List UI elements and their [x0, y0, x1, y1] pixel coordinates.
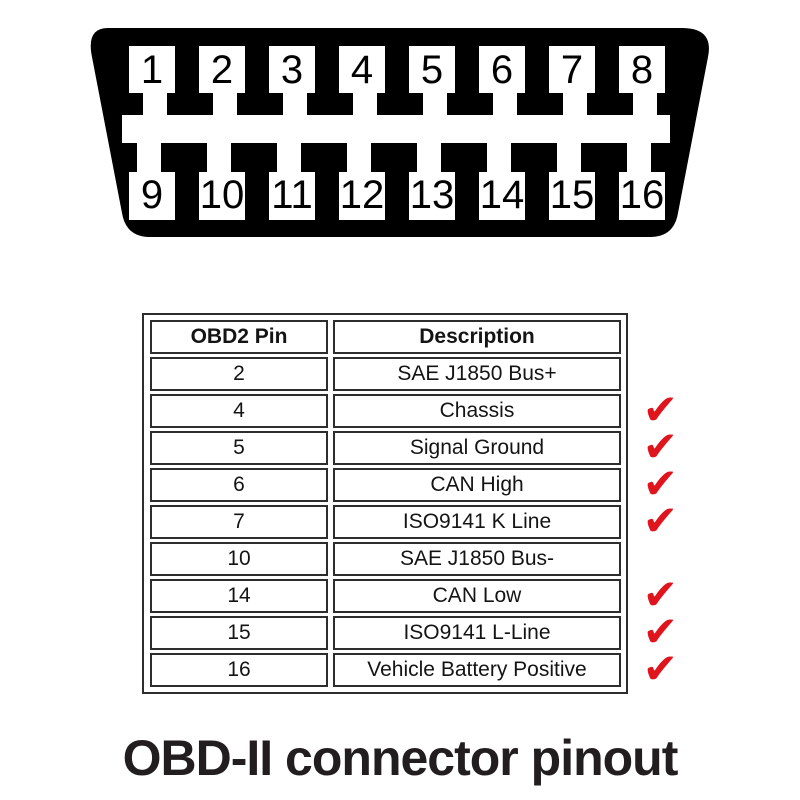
pin-number: 2	[211, 48, 233, 92]
pin-stem	[207, 139, 231, 174]
pin-cell: 6	[150, 468, 328, 502]
pin-stem	[277, 139, 301, 174]
bottom-pin-slots	[129, 139, 665, 220]
pin-cell: 7	[150, 505, 328, 539]
pin-stem	[213, 89, 237, 119]
pin-cell: 15	[150, 616, 328, 650]
pin-slot	[549, 46, 595, 93]
pin-stem	[487, 139, 511, 174]
pin-number: 13	[410, 173, 455, 217]
pin-number: 8	[631, 48, 653, 92]
table-header-row: OBD2 Pin Description	[150, 320, 621, 354]
pin-cell: 16	[150, 653, 328, 687]
pin-slot	[269, 172, 315, 220]
pin-slot	[619, 46, 665, 93]
table-row: 6 CAN High ✔	[150, 463, 678, 505]
table-row: 7 ISO9141 K Line ✔	[150, 500, 678, 542]
pin-cell: 4	[150, 394, 328, 428]
table-row: 5 Signal Ground ✔	[150, 426, 678, 468]
table-row: 16 Vehicle Battery Positive ✔	[150, 648, 678, 690]
pin-cell: 5	[150, 431, 328, 465]
pin-slot	[409, 172, 455, 220]
pin-slot	[199, 46, 245, 93]
pin-slot	[269, 46, 315, 93]
pin-cell: 10	[150, 542, 328, 576]
pin-slot	[199, 172, 245, 220]
table-row: 15 ISO9141 L-Line ✔	[150, 611, 678, 653]
pin-number: 6	[491, 48, 513, 92]
pin-number: 4	[351, 48, 373, 92]
pin-stem	[493, 89, 517, 119]
pin-stem	[633, 89, 657, 119]
pin-stem	[347, 139, 371, 174]
pin-stem	[627, 139, 651, 174]
checkmark-icon: ✔	[642, 644, 678, 694]
desc-cell: Vehicle Battery Positive	[333, 653, 621, 687]
desc-cell: Chassis	[333, 394, 621, 428]
connector-center-channel	[122, 115, 670, 143]
checkmark-icon: ✔	[642, 607, 678, 657]
desc-cell: Signal Ground	[333, 431, 621, 465]
table-row: 10 SAE J1850 Bus-	[150, 542, 621, 576]
table-row: 4 Chassis ✔	[150, 389, 678, 431]
pin-stem	[137, 139, 161, 174]
pin-stem	[283, 89, 307, 119]
pin-slot	[339, 172, 385, 220]
pin-cell: 2	[150, 357, 328, 391]
checkmark-icon: ✔	[642, 570, 678, 620]
pin-slot	[549, 172, 595, 220]
pin-number: 3	[281, 48, 303, 92]
checkmark-icon: ✔	[642, 496, 678, 546]
header-obd2-pin: OBD2 Pin	[150, 320, 328, 354]
pin-number: 11	[271, 173, 313, 217]
pin-stem	[563, 89, 587, 119]
header-description: Description	[333, 320, 621, 354]
pin-slot	[409, 46, 455, 93]
desc-cell: SAE J1850 Bus-	[333, 542, 621, 576]
pin-number: 5	[421, 48, 443, 92]
pin-number: 7	[561, 48, 583, 92]
checkmark-icon: ✔	[642, 385, 678, 435]
table-row: 2 SAE J1850 Bus+	[150, 357, 621, 391]
pin-number: 12	[340, 173, 385, 217]
pin-slot	[339, 46, 385, 93]
desc-cell: CAN Low	[333, 579, 621, 613]
pin-stem	[353, 89, 377, 119]
pin-number: 15	[550, 173, 595, 217]
pin-slot	[129, 46, 175, 93]
desc-cell: ISO9141 L-Line	[333, 616, 621, 650]
pin-cell: 14	[150, 579, 328, 613]
desc-cell: ISO9141 K Line	[333, 505, 621, 539]
desc-cell: CAN High	[333, 468, 621, 502]
pin-number: 9	[141, 173, 163, 217]
page-title: OBD-II connector pinout	[122, 730, 679, 786]
pin-stem	[557, 139, 581, 174]
pin-number: 10	[200, 173, 245, 217]
pin-number: 16	[620, 173, 665, 217]
checkmark-icon: ✔	[642, 459, 678, 509]
pin-stem	[423, 89, 447, 119]
pin-stem	[143, 89, 167, 119]
pin-slot	[479, 172, 525, 220]
desc-cell: SAE J1850 Bus+	[333, 357, 621, 391]
pinout-table: OBD2 Pin Description 2 SAE J1850 Bus+ 4 …	[142, 313, 678, 694]
table-row: 14 CAN Low ✔	[150, 574, 678, 616]
pin-stem	[417, 139, 441, 174]
pin-slot	[619, 172, 665, 220]
pin-slot	[129, 172, 175, 220]
obd2-connector-diagram: 1 2 3 4 5 6 7 8 9 10 11 12 13 14 15 16	[90, 28, 709, 237]
pin-number: 1	[141, 48, 163, 92]
checkmark-icon: ✔	[642, 422, 678, 472]
pin-slot	[479, 46, 525, 93]
top-pin-slots	[129, 46, 665, 119]
pin-number: 14	[480, 173, 525, 217]
